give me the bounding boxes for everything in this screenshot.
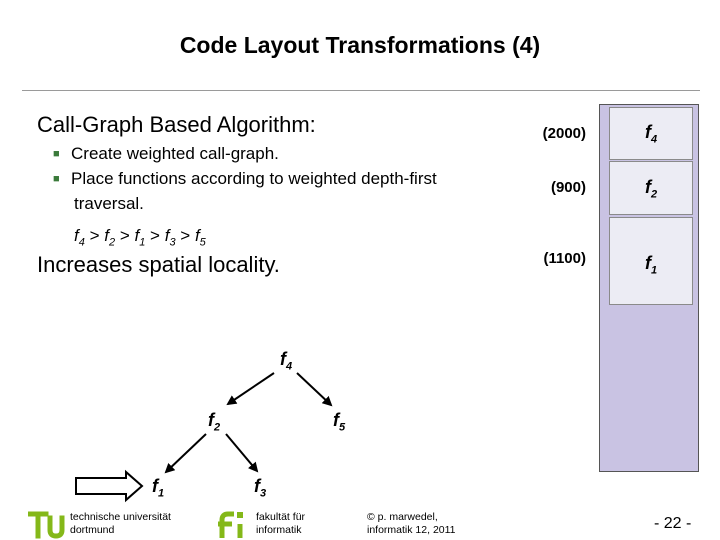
graph-node-f4: f4: [280, 349, 293, 373]
edge-f4-f2: [226, 372, 275, 406]
graph-node-f3: f3: [254, 476, 267, 500]
tu-logo: [28, 511, 65, 539]
memory-block-f1: f1: [609, 217, 693, 305]
edge-f4-f5: [296, 372, 333, 407]
copyright: © p. marwedel, informatik 12, 2011: [367, 511, 456, 536]
bullet-text: Create weighted call-graph.: [71, 144, 279, 163]
bullet-item: ■ Create weighted call-graph.: [53, 144, 279, 164]
bullet-item: ■ Place functions according to weighted d…: [53, 169, 437, 189]
bullet-text: Place functions according to weighted de…: [71, 169, 437, 188]
edge-f2-f3: [225, 433, 259, 473]
bullet-continuation: traversal.: [74, 194, 144, 213]
graph-node-f5: f5: [333, 410, 346, 434]
page-number: - 22 -: [654, 515, 692, 532]
fi-logo: [218, 511, 243, 538]
traversal-order: f4 > f2 > f1 > f3 > f5: [74, 226, 206, 249]
memory-block-f2: f2: [609, 161, 693, 215]
function-size: (900): [550, 179, 586, 196]
function-size: (2000): [542, 125, 586, 142]
section-heading: Call-Graph Based Algorithm:: [37, 112, 316, 137]
pointer-arrow-icon: [75, 469, 144, 503]
bullet-square-icon: ■: [53, 148, 60, 160]
university-name: technische universität dortmund: [70, 511, 171, 536]
faculty-name: fakultät für informatik: [256, 511, 306, 536]
title-divider: [22, 90, 700, 91]
graph-node-f2: f2: [208, 410, 221, 434]
slide-title: Code Layout Transformations (4): [179, 32, 541, 58]
graph-node-f1: f1: [152, 476, 165, 500]
bullet-square-icon: ■: [53, 173, 60, 185]
memory-block-f4: f4: [609, 107, 693, 160]
function-size: (1100): [543, 250, 586, 267]
edge-f2-f1: [164, 433, 207, 474]
conclusion-text: Increases spatial locality.: [37, 252, 280, 277]
